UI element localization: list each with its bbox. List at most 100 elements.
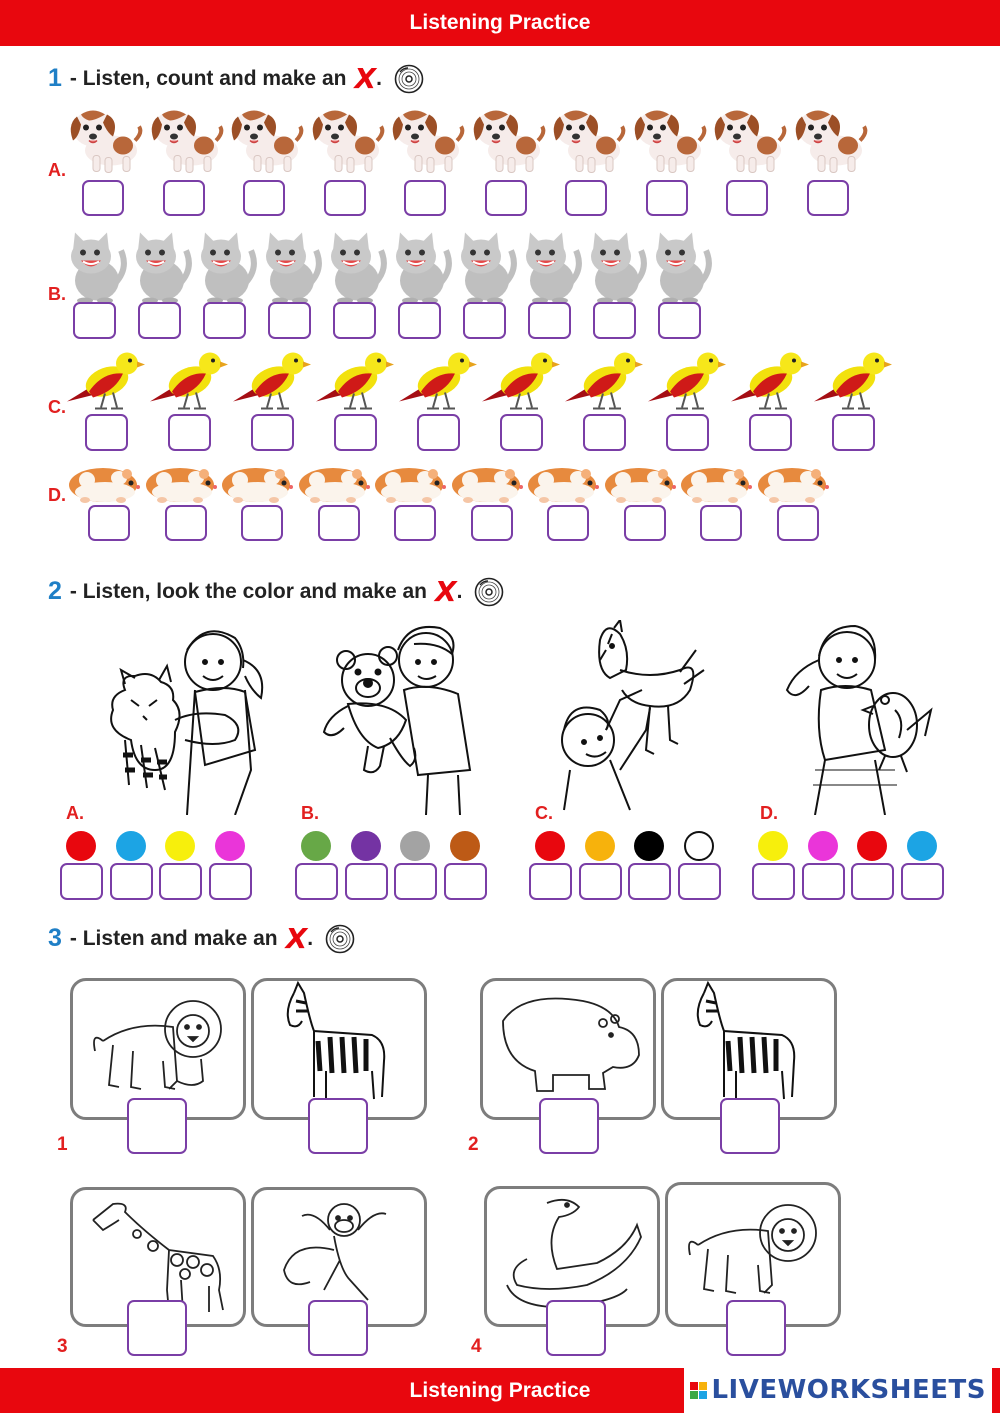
- answer-box[interactable]: [547, 505, 589, 541]
- color-swatch: [906, 831, 937, 861]
- color-swatch: [449, 831, 480, 861]
- color-answer-box[interactable]: [529, 863, 572, 900]
- color-answer-box[interactable]: [628, 863, 671, 900]
- cat-image: [128, 228, 193, 304]
- answer-box[interactable]: [404, 180, 446, 216]
- color-swatch: [214, 831, 245, 861]
- liveworksheets-logo: LIVEWORKSHEETS: [684, 1368, 992, 1413]
- answer-box-3-monkey[interactable]: [308, 1300, 368, 1356]
- answer-box[interactable]: [565, 180, 607, 216]
- answer-box-4-snake[interactable]: [546, 1300, 606, 1356]
- answer-box[interactable]: [317, 505, 360, 541]
- color-swatch: [301, 831, 331, 861]
- canary-image: [314, 351, 396, 410]
- section-number: 2: [48, 577, 62, 605]
- x-mark: X: [434, 575, 457, 608]
- color-answer-box[interactable]: [851, 863, 894, 900]
- group-number: 1: [57, 1134, 68, 1155]
- color-answer-box[interactable]: [344, 863, 388, 900]
- answer-box-1-lion[interactable]: [127, 1098, 187, 1154]
- answer-box[interactable]: [85, 414, 128, 451]
- color-answer-box[interactable]: [677, 863, 721, 900]
- answer-box-2-hippo[interactable]: [539, 1098, 599, 1154]
- color-answer-box[interactable]: [801, 863, 845, 900]
- answer-box[interactable]: [323, 180, 366, 216]
- color-answer-box[interactable]: [295, 863, 338, 900]
- monkey-illustration: [283, 1203, 387, 1301]
- color-swatch: [350, 831, 381, 861]
- answer-box[interactable]: [658, 302, 701, 339]
- color-answer-box[interactable]: [443, 863, 487, 900]
- answer-box[interactable]: [776, 505, 819, 541]
- answer-box[interactable]: [243, 180, 285, 216]
- hamster-image: [145, 468, 217, 503]
- header-bar: Listening Practice: [0, 0, 1000, 46]
- canary-image: [480, 351, 562, 410]
- answer-box[interactable]: [500, 414, 543, 451]
- answer-box[interactable]: [700, 505, 742, 541]
- answer-box[interactable]: [334, 414, 377, 451]
- answer-box[interactable]: [88, 505, 130, 541]
- answer-box-2-zebra[interactable]: [720, 1098, 780, 1154]
- answer-box[interactable]: [593, 302, 636, 339]
- answer-box[interactable]: [203, 302, 246, 339]
- answer-box[interactable]: [645, 180, 688, 216]
- cd-disc-icon[interactable]: [474, 577, 504, 607]
- answer-box[interactable]: [333, 302, 376, 339]
- answer-box[interactable]: [484, 180, 527, 216]
- answer-box[interactable]: [164, 505, 207, 541]
- answer-box[interactable]: [162, 180, 205, 216]
- answer-box[interactable]: [251, 414, 294, 451]
- color-answer-box[interactable]: [578, 863, 622, 900]
- answer-box[interactable]: [806, 180, 849, 216]
- answer-box-1-zebra[interactable]: [308, 1098, 368, 1154]
- answer-box[interactable]: [749, 414, 792, 451]
- answer-box[interactable]: [241, 505, 283, 541]
- color-swatch: [584, 831, 615, 861]
- answer-box[interactable]: [623, 505, 666, 541]
- color-answer-box[interactable]: [394, 863, 437, 900]
- puppy-image: [790, 100, 870, 176]
- period: .: [456, 579, 463, 603]
- color-swatch: [66, 831, 96, 861]
- answer-box[interactable]: [168, 414, 211, 451]
- answer-box[interactable]: [528, 302, 571, 339]
- color-answer-box[interactable]: [159, 863, 202, 900]
- color-answer-box[interactable]: [752, 863, 795, 900]
- color-answer-box[interactable]: [208, 863, 252, 900]
- answer-box[interactable]: [268, 302, 311, 339]
- answer-box[interactable]: [73, 302, 116, 339]
- answer-box[interactable]: [82, 180, 124, 216]
- footer-title: Listening Practice: [409, 1379, 591, 1402]
- answer-box[interactable]: [417, 414, 460, 451]
- answer-box[interactable]: [138, 302, 181, 339]
- color-answer-box[interactable]: [109, 863, 153, 900]
- color-answer-box[interactable]: [60, 863, 103, 900]
- answer-box-3-giraffe[interactable]: [127, 1300, 187, 1356]
- footer-bar: Listening Practice LIVEWORKSHEETS: [0, 1368, 1000, 1413]
- answer-box[interactable]: [666, 414, 709, 451]
- header-title: Listening Practice: [409, 11, 591, 34]
- cat-image: [583, 228, 648, 304]
- answer-box[interactable]: [832, 414, 875, 451]
- answer-box-4-lion[interactable]: [726, 1300, 786, 1356]
- color-swatch: [857, 831, 887, 861]
- canary-image: [148, 351, 230, 410]
- color-answer-box[interactable]: [900, 863, 944, 900]
- color-swatch: [400, 831, 430, 861]
- cd-disc-icon[interactable]: [325, 924, 355, 954]
- canary-image: [729, 351, 811, 410]
- answer-box[interactable]: [470, 505, 513, 541]
- answer-box[interactable]: [398, 302, 441, 339]
- answer-box[interactable]: [463, 302, 506, 339]
- answer-box[interactable]: [583, 414, 626, 451]
- answer-box[interactable]: [726, 180, 768, 216]
- boy-with-horse-illustration: [561, 620, 705, 811]
- canary-image: [65, 351, 147, 410]
- row-label: B.: [48, 284, 66, 304]
- color-swatch: [758, 831, 788, 861]
- answer-box[interactable]: [394, 505, 436, 541]
- hamster-image: [451, 468, 523, 503]
- cd-disc-icon[interactable]: [394, 64, 424, 94]
- group-number: 2: [468, 1134, 479, 1155]
